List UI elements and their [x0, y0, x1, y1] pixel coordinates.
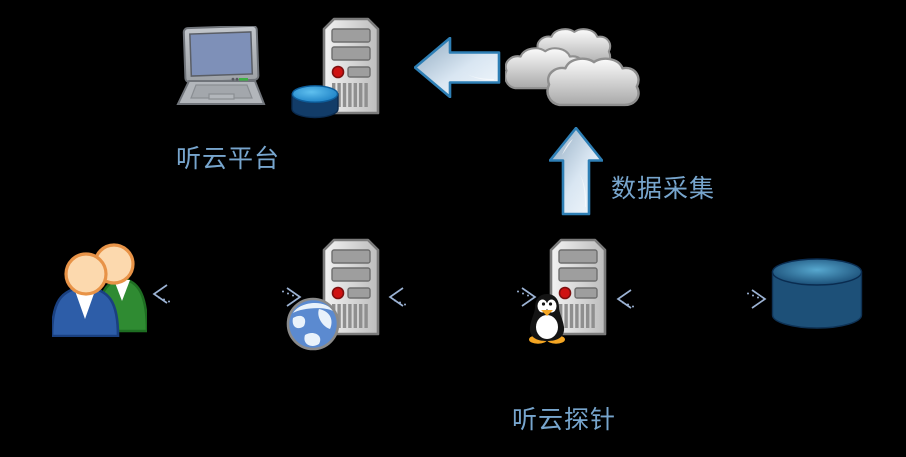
link-arrowhead-right-icon: [278, 286, 304, 310]
users-icon: [52, 243, 147, 337]
link-arrowhead-left-icon: [386, 286, 412, 310]
globe-icon: [286, 296, 340, 352]
probe-label: 听云探针: [512, 405, 617, 434]
web-server-icon: [322, 238, 380, 336]
platform-server-icon: [322, 17, 380, 115]
laptop-icon: [176, 26, 266, 106]
linux-server-icon: [549, 238, 607, 336]
link-arrowhead-left-icon: [150, 283, 176, 307]
arrow-up-icon: [549, 127, 603, 216]
platform-label: 听云平台: [176, 144, 281, 173]
link-arrowhead-left-icon: [614, 288, 640, 312]
link-arrowhead-right-icon: [513, 286, 539, 310]
data-collection-label: 数据采集: [611, 174, 716, 203]
platform-database-icon: [291, 85, 339, 119]
link-arrowhead-right-icon: [743, 288, 769, 312]
tux-icon: [526, 292, 568, 344]
database-icon: [771, 258, 863, 330]
cloud-icon: [505, 25, 643, 113]
arrow-left-icon: [414, 37, 501, 98]
